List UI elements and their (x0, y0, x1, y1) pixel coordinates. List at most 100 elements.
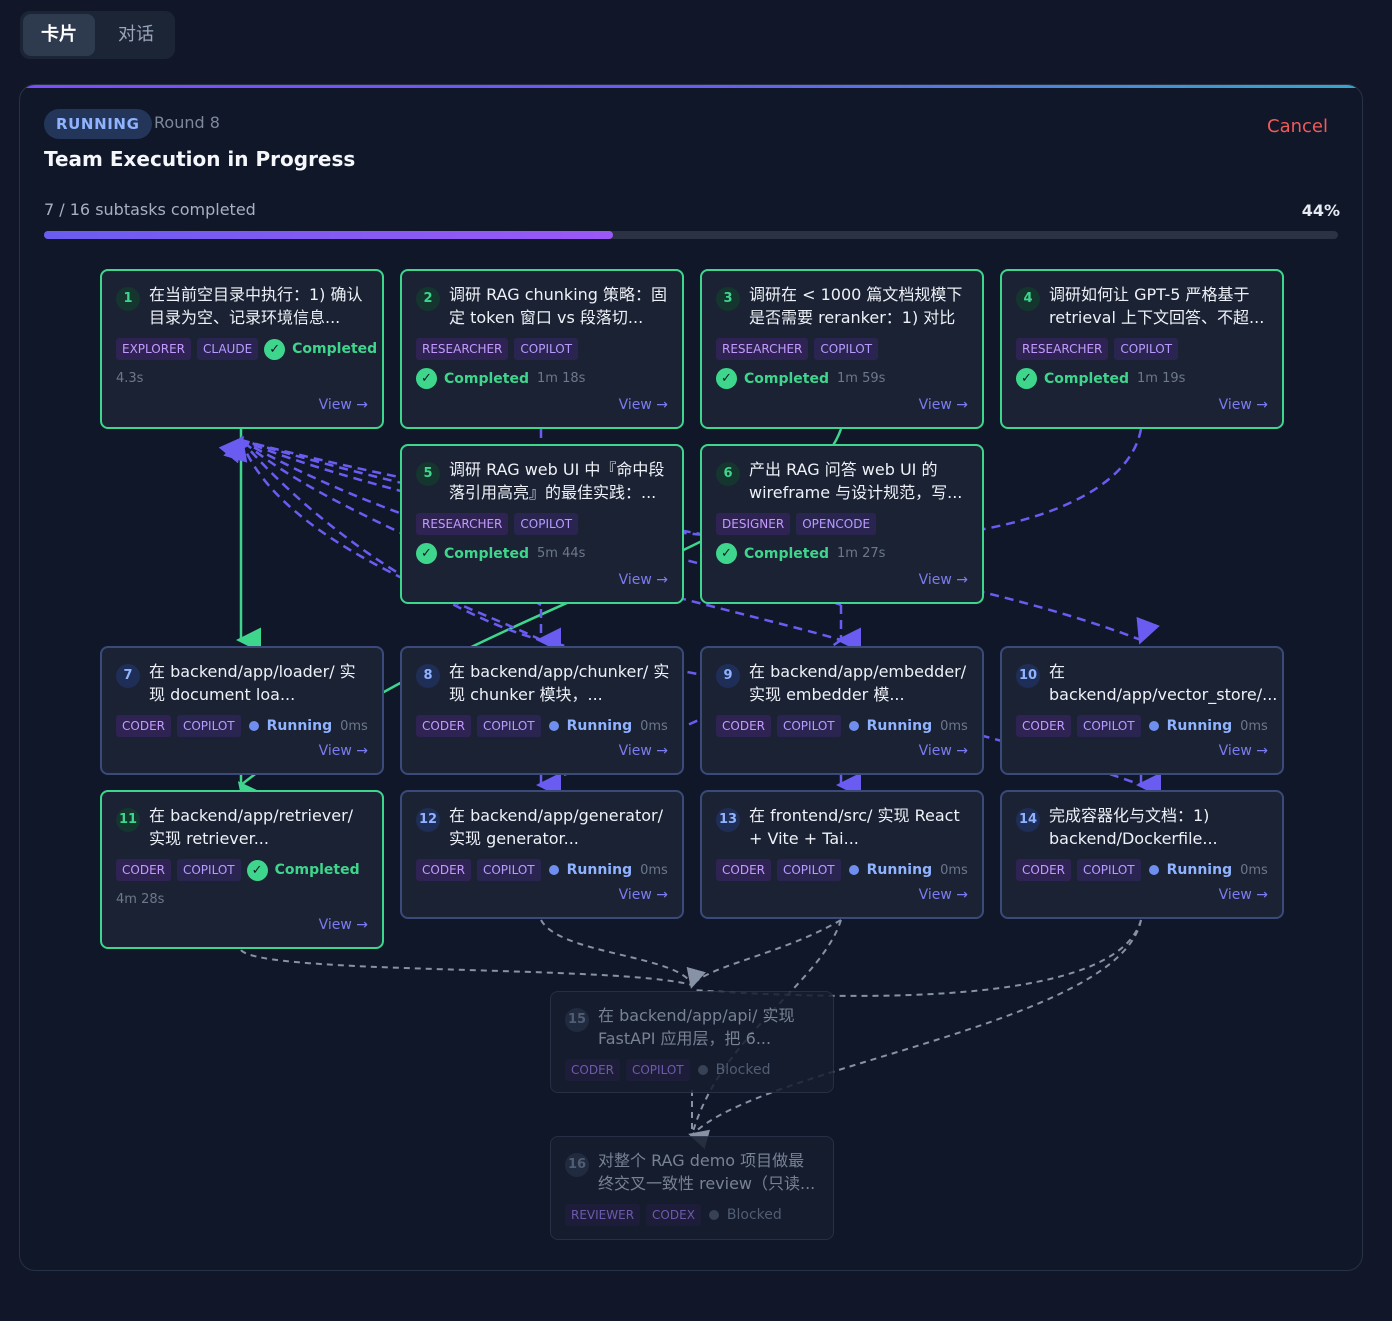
view-link[interactable]: View → (918, 572, 968, 588)
view-link[interactable]: View → (618, 397, 668, 413)
task-status: Running (866, 862, 933, 878)
check-circle-icon: ✓ (716, 543, 737, 564)
view-link[interactable]: View → (918, 887, 968, 903)
task-title: 调研在 < 1000 篇文档规模下是否需要 reranker：1) 对比 ... (749, 285, 963, 350)
status-dot-icon (848, 865, 859, 875)
task-role-tag: CODER (1016, 859, 1071, 881)
status-badge: RUNNING (44, 109, 152, 139)
task-card[interactable]: 4 调研如何让 GPT-5 严格基于 retrieval 上下文回答、不超... R… (1000, 269, 1284, 429)
cancel-button[interactable]: Cancel (1267, 116, 1328, 137)
task-agent-tag: COPILOT (814, 338, 879, 360)
check-circle-icon: ✓ (716, 368, 737, 389)
status-dot-icon (548, 721, 559, 731)
task-duration: 1m 27s (837, 546, 886, 561)
view-link[interactable]: View → (318, 397, 368, 413)
task-agent-tag: COPILOT (514, 513, 579, 535)
task-agent-tag: CLAUDE (197, 338, 259, 360)
status-dot-icon (848, 721, 859, 731)
task-number: 1 (116, 287, 140, 311)
task-role-tag: REVIEWER (565, 1204, 641, 1226)
round-label: Round 8 (154, 113, 220, 132)
task-role-tag: CODER (116, 859, 171, 881)
view-link[interactable]: View → (618, 743, 668, 759)
view-link[interactable]: View → (918, 397, 968, 413)
view-link[interactable]: View → (1218, 887, 1268, 903)
task-title: 产出 RAG 问答 web UI 的 wireframe 与设计规范，写... (749, 460, 963, 502)
view-link[interactable]: View → (1218, 743, 1268, 759)
task-duration: 4m 28s (116, 892, 165, 907)
task-title: 在 frontend/src/ 实现 React + Vite + Tai... (749, 806, 960, 848)
task-agent-tag: COPILOT (176, 859, 241, 881)
check-circle-icon: ✓ (264, 338, 286, 360)
view-link[interactable]: View → (1218, 397, 1268, 413)
task-status: Running (566, 862, 633, 878)
task-number: 5 (416, 462, 440, 486)
tab-chat[interactable]: 对话 (118, 24, 154, 45)
status-dot-icon (1148, 865, 1159, 875)
task-role-tag: CODER (716, 859, 771, 881)
task-number: 4 (1016, 287, 1040, 311)
task-title: 调研如何让 GPT-5 严格基于 retrieval 上下文回答、不超... (1049, 285, 1265, 327)
task-duration: 0ms (1240, 862, 1268, 878)
status-dot-icon (248, 721, 259, 731)
task-title: 在 backend/app/api/ 实现 FastAPI 应用层，把 6... (598, 1006, 795, 1048)
check-circle-icon: ✓ (416, 543, 437, 564)
task-duration: 4.3s (116, 371, 144, 386)
task-status: Running (1166, 862, 1233, 878)
task-role-tag: CODER (565, 1059, 620, 1081)
task-role-tag: EXPLORER (116, 338, 191, 360)
progress-bar (44, 231, 1338, 239)
task-number: 16 (565, 1153, 589, 1177)
task-card[interactable]: 15 在 backend/app/api/ 实现 FastAPI 应用层，把 6.… (550, 991, 834, 1093)
task-status: Completed (744, 545, 830, 562)
view-link[interactable]: View → (618, 572, 668, 588)
task-number: 14 (1016, 808, 1040, 832)
task-agent-tag: CODEX (646, 1204, 701, 1226)
task-duration: 1m 18s (537, 371, 586, 386)
tab-cards[interactable]: 卡片 (23, 14, 95, 56)
task-agent-tag: COPILOT (476, 859, 541, 881)
task-agent-tag: OPENCODE (796, 513, 877, 535)
team-execution-panel: RUNNING Round 8 Team Execution in Progre… (19, 84, 1363, 1271)
task-number: 2 (416, 287, 440, 311)
task-title: 在 backend/app/retriever/ 实现 retriever... (149, 806, 354, 848)
progress-bar-fill (44, 231, 614, 239)
task-agent-tag: COPILOT (476, 715, 541, 737)
task-agent-tag: COPILOT (514, 338, 579, 360)
progress-label: 7 / 16 subtasks completed (44, 200, 256, 219)
task-duration: 0ms (1240, 718, 1268, 734)
task-number: 15 (565, 1008, 589, 1032)
view-link[interactable]: View → (318, 743, 368, 759)
check-circle-icon: ✓ (246, 859, 268, 881)
view-link[interactable]: View → (318, 917, 368, 933)
task-status: Completed (444, 545, 530, 562)
view-tabs: 卡片 对话 (20, 11, 175, 59)
view-link[interactable]: View → (918, 743, 968, 759)
task-role-tag: RESEARCHER (416, 513, 509, 535)
panel-accent-line (20, 85, 1362, 88)
task-status: Completed (274, 862, 360, 878)
view-link[interactable]: View → (618, 887, 668, 903)
task-number: 8 (416, 664, 440, 688)
